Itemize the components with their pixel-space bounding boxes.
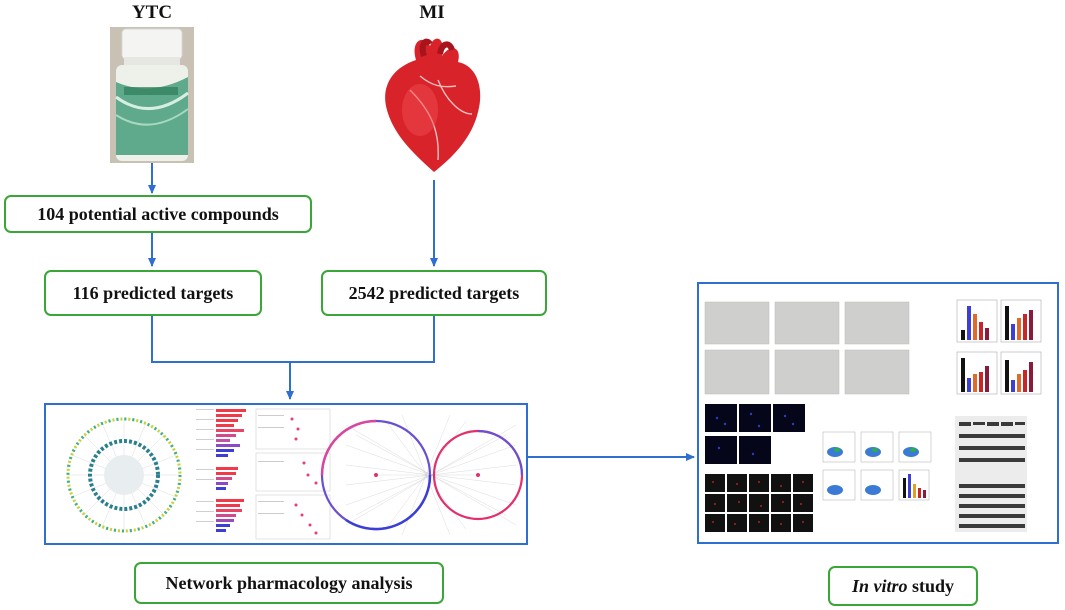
network-figures <box>66 408 524 540</box>
compounds-box: 104 potential active compounds <box>4 195 312 233</box>
circular-network-graph <box>66 417 182 533</box>
enrichment-dot-plots <box>255 408 331 540</box>
mi-targets-box: 2542 predicted targets <box>321 270 547 316</box>
western-blot-images <box>955 416 1027 532</box>
compound-target-network <box>320 414 524 536</box>
in-vitro-figures <box>704 299 1042 532</box>
heart-icon <box>385 38 481 172</box>
in-vitro-label: In vitro study <box>828 566 978 606</box>
mi-title: MI <box>419 2 445 23</box>
merge-line <box>151 316 435 363</box>
cell-migration-images <box>704 301 910 395</box>
in-vitro-italic-text: In vitro <box>851 575 908 596</box>
in-vitro-study-text: study <box>907 575 955 596</box>
flow-cytometry-plots <box>822 431 932 501</box>
fluorescence-images <box>705 404 813 532</box>
enrichment-bar-charts <box>196 409 246 532</box>
quantification-bar-charts <box>956 299 1042 395</box>
network-pharmacology-label: Network pharmacology analysis <box>134 562 444 604</box>
ytc-title: YTC <box>131 2 173 23</box>
medicine-bottle-icon <box>110 27 194 163</box>
ytc-targets-box: 116 predicted targets <box>44 270 262 316</box>
